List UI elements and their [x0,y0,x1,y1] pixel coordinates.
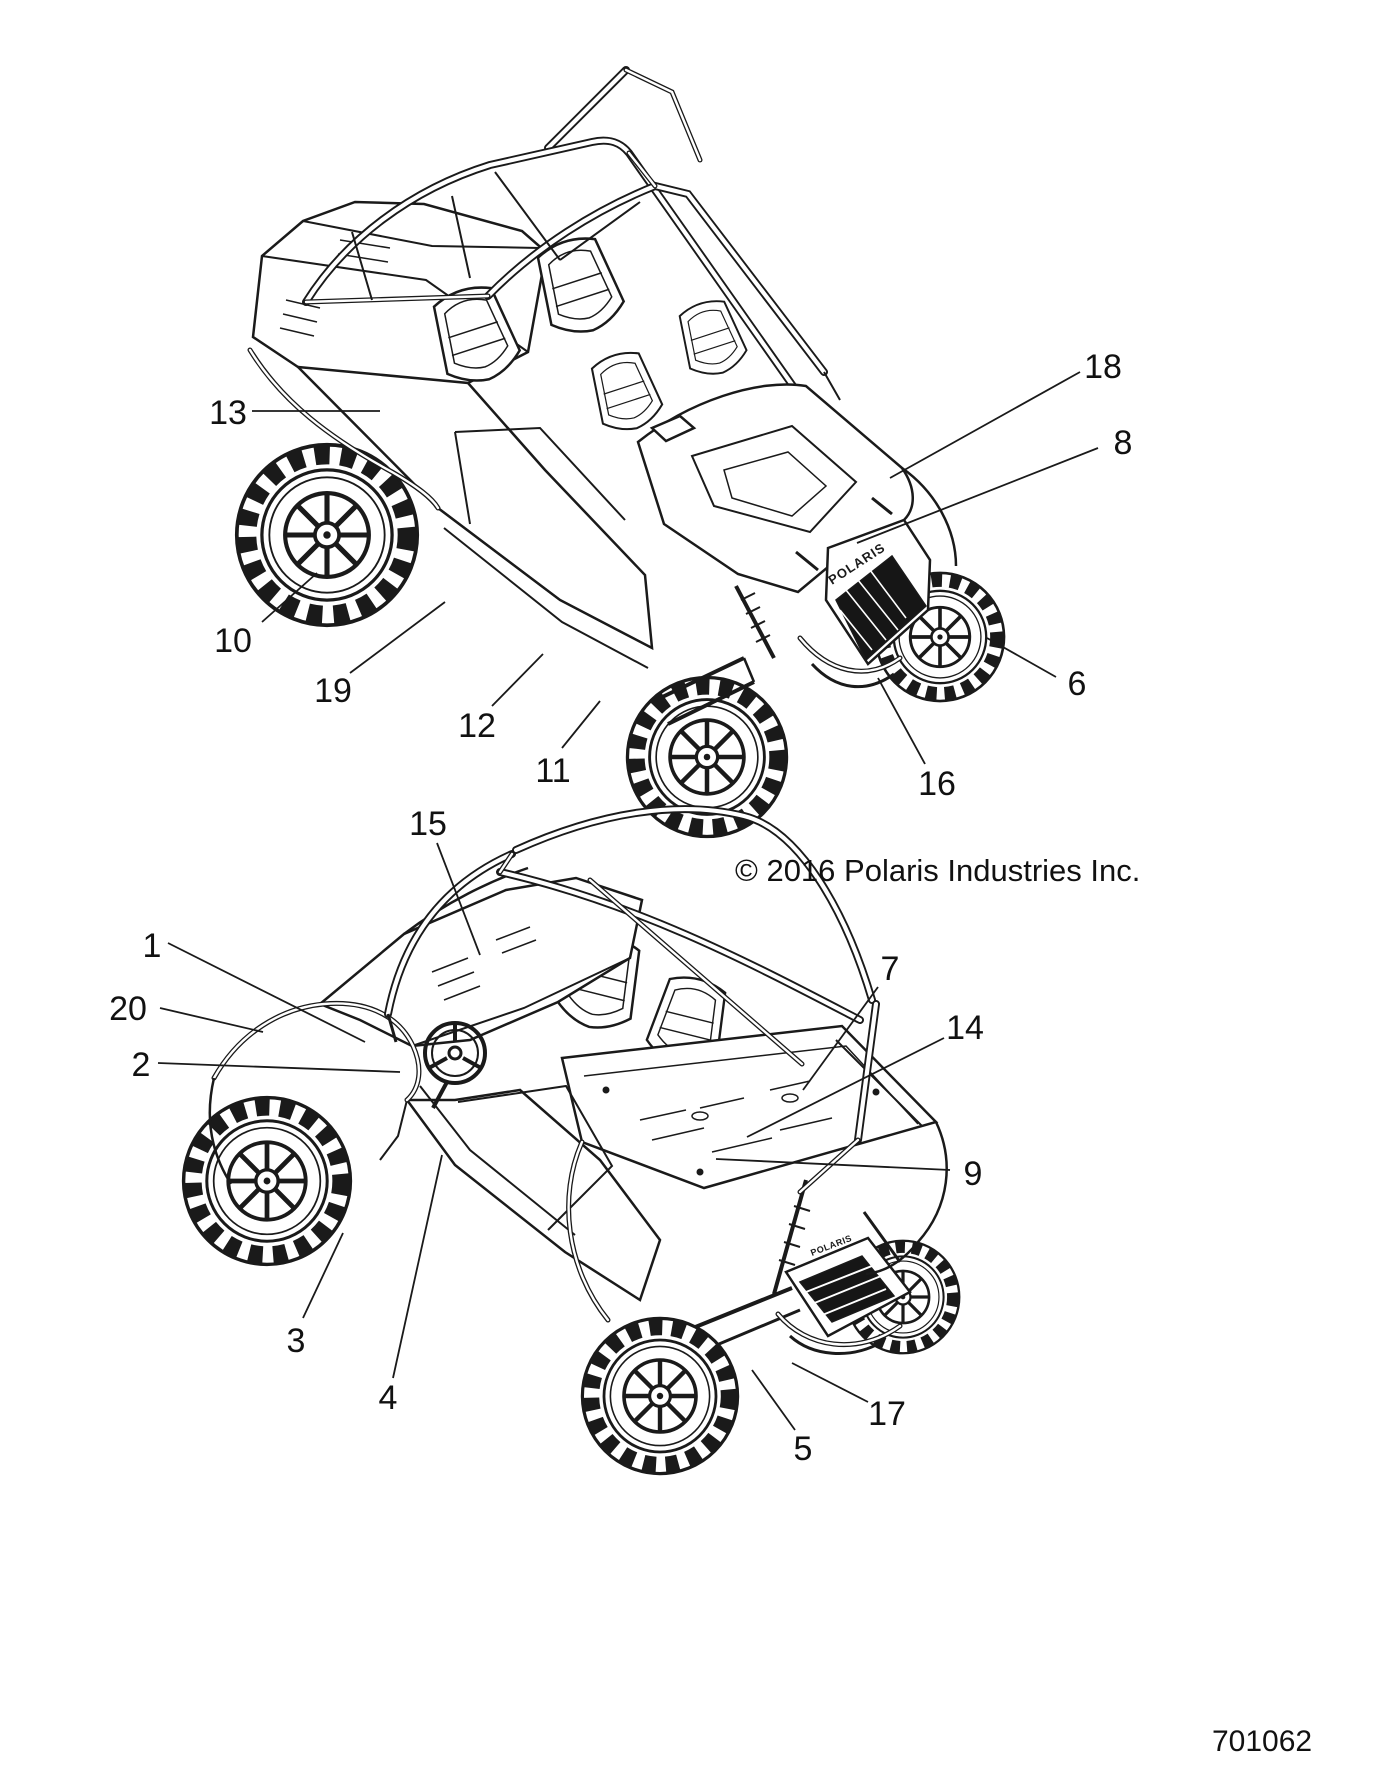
callout-13: 13 [209,394,247,432]
callout-leader-15 [436,842,481,956]
callout-leader-12 [491,653,544,707]
callout-15: 15 [409,805,447,843]
part-number: 701062 [1212,1725,1312,1758]
callout-leader-6 [986,637,1057,678]
callout-leader-10 [261,572,318,623]
callout-10: 10 [214,622,252,660]
rear-fascia: POLARIS [775,1121,948,1355]
callout-16: 16 [918,765,956,803]
hood [636,383,958,594]
callout-1: 1 [143,927,162,965]
callout-17: 17 [868,1395,906,1433]
callout-9: 9 [964,1155,983,1193]
callout-3: 3 [287,1322,306,1360]
front-fascia: POLARIS [797,518,932,689]
callout-leader-11 [561,700,601,749]
callout-leader-1 [167,942,366,1043]
callout-leader-7 [802,986,879,1091]
roll-cage [302,136,841,431]
roll-cage [384,805,880,1195]
callout-leader-17 [791,1362,869,1403]
callout-leader-14 [746,1037,945,1138]
vehicle-top-view: POLARIS [237,66,1004,837]
callout-leader-9 [715,1158,951,1171]
cab-side [379,1084,662,1302]
callout-4: 4 [379,1379,398,1417]
callout-leader-5 [751,1369,796,1431]
cab-side [294,365,654,669]
callout-leader-19 [349,601,446,674]
callout-7: 7 [881,950,900,988]
front-suspension [655,585,776,726]
callout-8: 8 [1114,424,1133,462]
roll-cage-upper [544,66,703,163]
callout-5: 5 [794,1430,813,1468]
wheel-rear-left [582,1318,737,1473]
vehicle-bottom-view: POLARIS [184,805,960,1474]
callout-18: 18 [1084,348,1122,386]
wheel-front-left [184,1098,351,1265]
callout-12: 12 [458,707,496,745]
callout-leader-3 [302,1232,344,1319]
callout-6: 6 [1068,665,1087,703]
callout-leader-2 [157,1062,401,1073]
callout-14: 14 [946,1009,984,1047]
steering-wheel [423,1021,487,1109]
callout-11: 11 [535,752,570,790]
callout-19: 19 [314,672,352,710]
callout-leader-4 [392,1154,443,1379]
copyright-text: © 2016 Polaris Industries Inc. [735,853,1140,888]
callout-leader-16 [877,677,926,765]
callout-leader-20 [159,1007,264,1033]
callout-20: 20 [109,990,147,1028]
callout-2: 2 [132,1046,151,1084]
callout-leader-8 [856,447,1099,544]
cargo-bed [560,1024,939,1190]
callout-leader-18 [889,371,1081,479]
